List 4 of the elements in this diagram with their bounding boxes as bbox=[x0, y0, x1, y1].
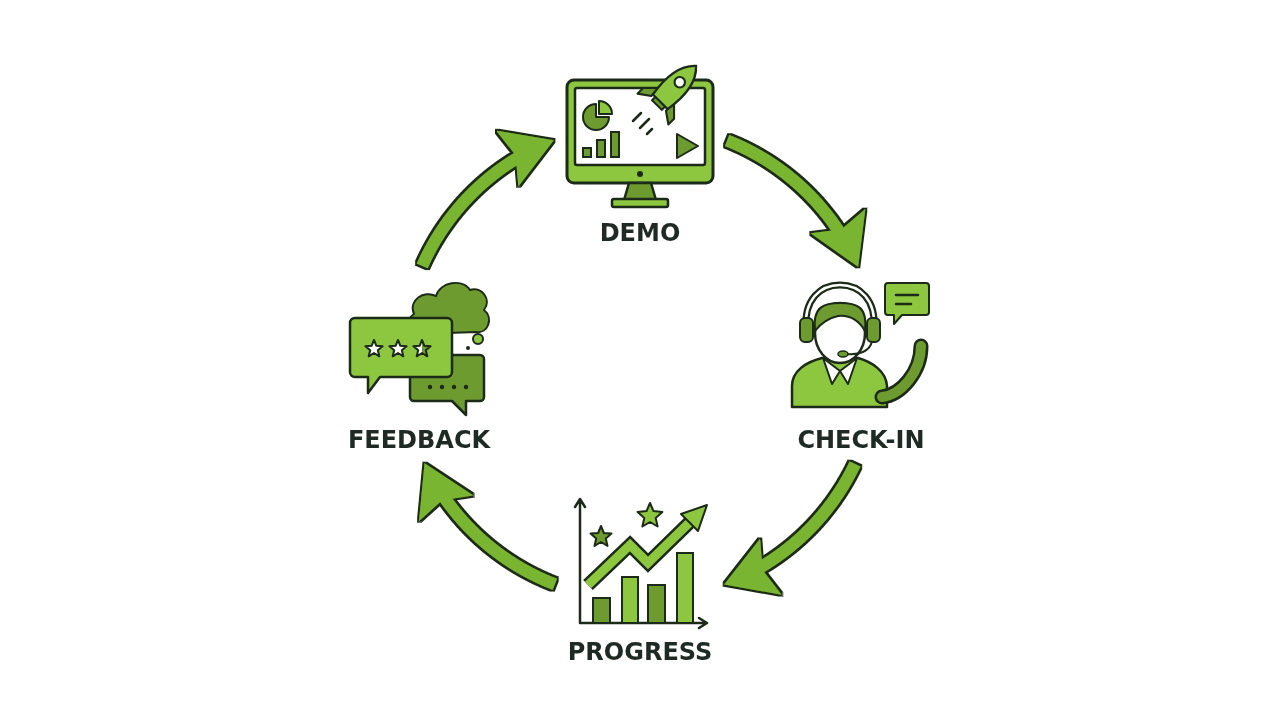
step-label: CHECK-IN bbox=[797, 426, 925, 454]
step-label: DEMO bbox=[599, 219, 681, 247]
step-label: PROGRESS bbox=[567, 638, 713, 666]
step-label: FEEDBACK bbox=[347, 426, 491, 454]
